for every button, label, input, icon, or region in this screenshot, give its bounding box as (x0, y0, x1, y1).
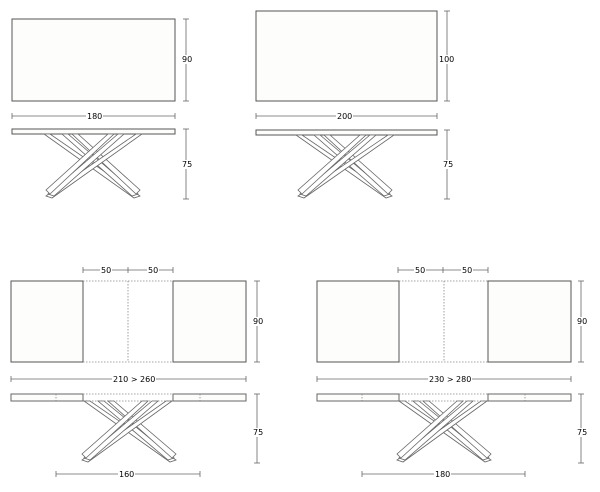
right-panel (487, 280, 572, 363)
depth-label: 90 (576, 317, 589, 326)
x-legs (396, 400, 492, 463)
width-label: 210 > 260 (112, 375, 157, 384)
height-label: 75 (442, 160, 455, 169)
right-panel (172, 280, 247, 363)
plan-view-top (255, 10, 438, 102)
drawing-extendable-210-260 (10, 267, 260, 477)
extension-label-left: 50 (100, 266, 113, 275)
left-panel (316, 280, 400, 363)
elevation-top (255, 129, 438, 136)
width-label: 180 (86, 112, 104, 121)
extension-label-right: 50 (147, 266, 160, 275)
x-legs (81, 400, 177, 463)
height-label: 75 (181, 160, 194, 169)
base-width-label: 160 (118, 470, 136, 479)
drawing-extendable-230-280 (316, 267, 584, 477)
width-label: 230 > 280 (428, 375, 473, 384)
extension-label-left: 50 (414, 266, 427, 275)
elevation-top (11, 128, 176, 135)
extension-label-right: 50 (461, 266, 474, 275)
x-legs (42, 133, 144, 199)
drawing-200x100 (255, 10, 450, 200)
depth-label: 100 (438, 55, 456, 64)
left-panel (10, 280, 84, 363)
width-label: 200 (336, 112, 354, 121)
depth-label: 90 (181, 55, 194, 64)
x-legs (294, 134, 396, 199)
drawing-180x90 (11, 18, 189, 200)
base-width-label: 180 (434, 470, 452, 479)
plan-view-top (11, 18, 176, 102)
height-label: 75 (576, 428, 589, 437)
height-label: 75 (252, 428, 265, 437)
depth-label: 90 (252, 317, 265, 326)
